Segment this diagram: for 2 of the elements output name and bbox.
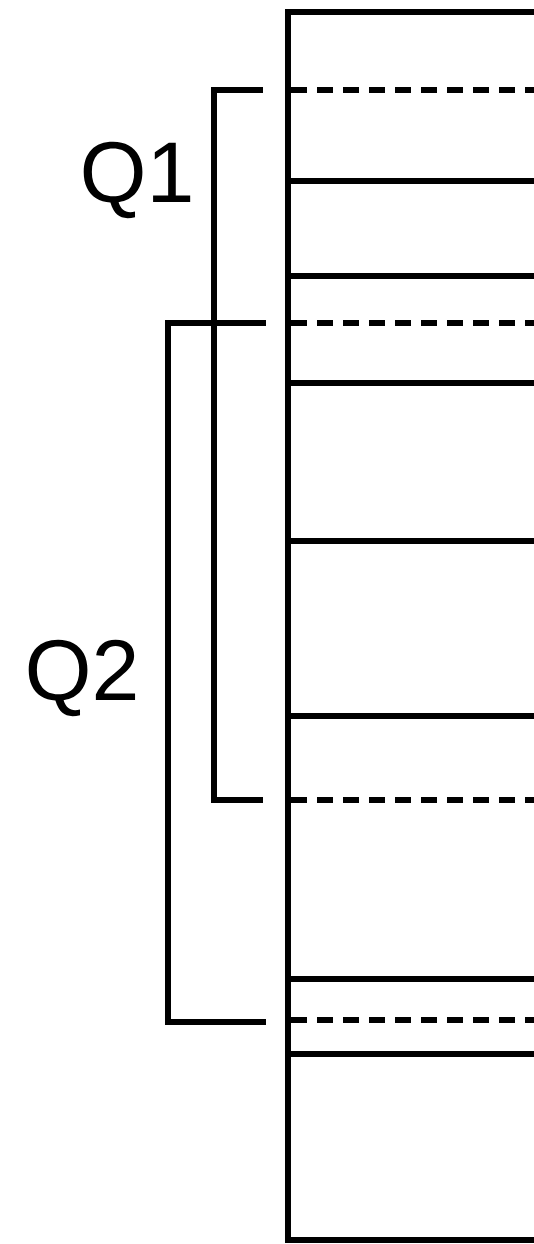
bracket-label: Q1 <box>83 141 191 219</box>
bracket-label: Q2 <box>28 639 136 717</box>
